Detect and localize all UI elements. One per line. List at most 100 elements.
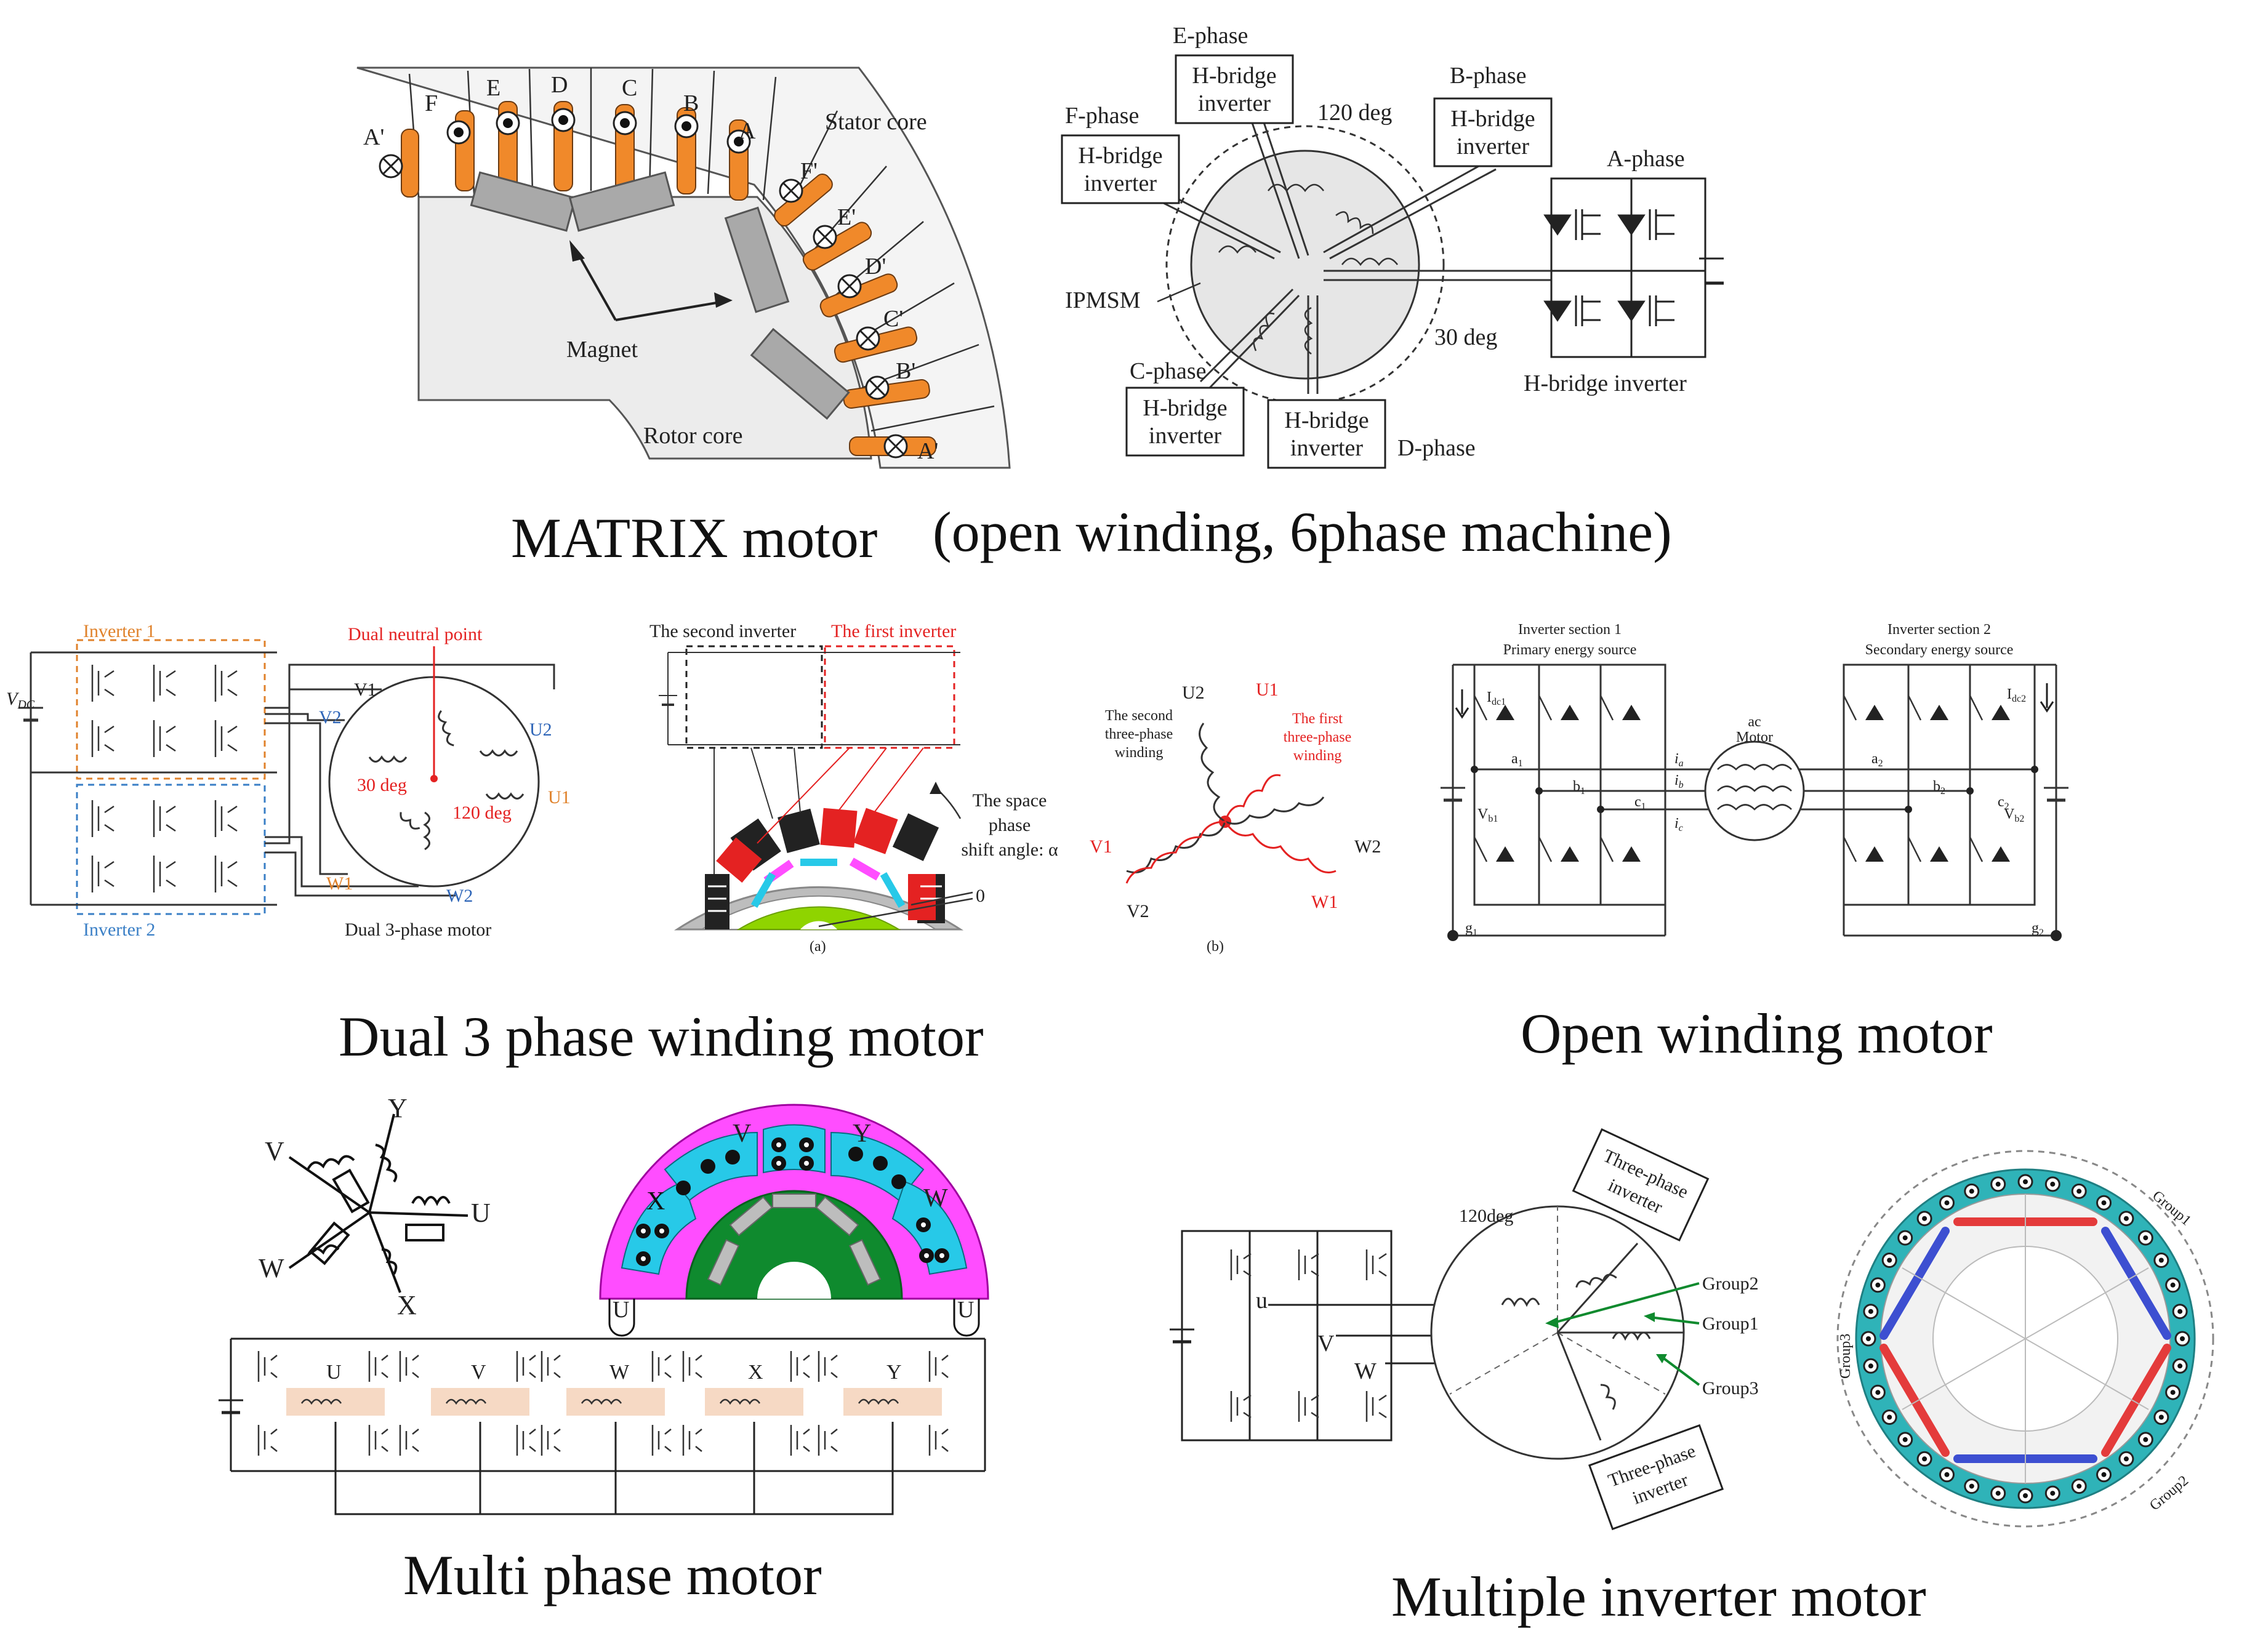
svg-text:three-phase: three-phase — [1284, 729, 1352, 745]
ring-slot-dot — [2076, 1189, 2082, 1194]
second-inverter-label: The second inverter — [649, 621, 796, 641]
chain-v-label: V — [471, 1361, 486, 1384]
first-winding-label: The first three-phase winding — [1284, 711, 1352, 764]
open-winding-circuit: Inverter section 1 Primary energy source… — [1441, 622, 2068, 941]
u2-label: U2 — [529, 720, 552, 740]
ring-slot-dot — [2101, 1472, 2107, 1477]
svg-text:H-bridge: H-bridge — [1143, 395, 1227, 421]
svg-text:C: C — [622, 75, 637, 101]
chain-x-label: X — [748, 1361, 763, 1384]
ac-motor-label-1: ac — [1748, 714, 1761, 730]
w1-star-label: W1 — [1311, 892, 1338, 912]
vb2-label: Vb2 — [2004, 806, 2024, 824]
group2-label: Group2 — [1702, 1273, 1759, 1294]
dual-neutral-label: Dual neutral point — [348, 624, 483, 644]
ring-slot-dot — [1875, 1282, 1881, 1288]
mi-top-inverter-box: Three-phase inverter — [1572, 1128, 1710, 1241]
half-bottom-u-right: U — [957, 1297, 974, 1323]
svg-text:F': F' — [800, 158, 818, 184]
ring-slot-dot — [1995, 1181, 2001, 1187]
w1-label: W1 — [326, 873, 353, 894]
svg-text:A: A — [739, 118, 756, 144]
svg-text:inverter: inverter — [1290, 435, 1364, 461]
ring-slot-dot — [2023, 1493, 2028, 1498]
group3-label: Group3 — [1702, 1378, 1759, 1398]
svg-text:A': A' — [917, 438, 938, 464]
mi-ring-motor: Group1 Group2 Group3 — [1836, 1150, 2214, 1528]
slot-labels-side: F' E' D' C' B' A' — [800, 158, 938, 464]
w2-star-label: W2 — [1354, 836, 1381, 857]
ring-slot-dot — [1868, 1363, 1873, 1369]
ring-slot-dot — [1944, 1200, 1950, 1206]
ring-slot-dot — [2123, 1216, 2129, 1221]
ring-slot-dot — [1868, 1309, 1873, 1314]
half-y-label: Y — [853, 1120, 871, 1148]
ring-slot-dot — [2050, 1181, 2056, 1187]
ac-motor-label-2: Motor — [1736, 729, 1773, 745]
primary-source-label: Primary energy source — [1503, 642, 1637, 658]
ring-slot-dot — [1866, 1336, 1871, 1341]
svg-text:D: D — [551, 72, 568, 98]
ring-slot-dot — [2101, 1200, 2107, 1206]
caption-multiple-inverter: Multiple inverter motor — [1391, 1565, 1926, 1628]
slot-markers-side — [779, 178, 908, 459]
inverter1-box — [76, 639, 266, 780]
slot-labels-top: A' F E D C B A — [363, 72, 756, 150]
second-inverter-box — [685, 645, 823, 749]
hbridge-box-d: H-bridge inverter — [1267, 399, 1386, 469]
inverter2-box — [76, 784, 266, 915]
star-x-label: X — [397, 1290, 417, 1320]
secondary-source-label: Secondary energy source — [1865, 642, 2014, 658]
u2-star-label: U2 — [1182, 683, 1205, 703]
ring-slot-dot — [2177, 1309, 2183, 1314]
deg120-label: 120 deg — [1317, 100, 1392, 126]
current-ic-label: ic — [1674, 816, 1683, 833]
node-c2-label: c2 — [1998, 794, 2009, 812]
g1-label: g1 — [1465, 920, 1477, 938]
star-y-label: Y — [388, 1093, 408, 1123]
svg-text:winding: winding — [1293, 748, 1342, 764]
svg-text:F: F — [425, 90, 438, 116]
a-phase-hbridge-circuit — [1543, 177, 1724, 358]
v1-star-label: V1 — [1090, 836, 1112, 857]
ring-slot-dot — [1922, 1456, 1927, 1462]
svg-text:The space: The space — [973, 790, 1047, 811]
idc1-label: Idc1 — [1487, 689, 1506, 707]
ring-slot-dot — [2050, 1491, 2056, 1496]
deg30-label: 30 deg — [1434, 324, 1497, 350]
ring-slot-dot — [2158, 1257, 2164, 1263]
svg-text:C': C' — [883, 306, 903, 332]
mi-v-label: V — [1317, 1331, 1335, 1357]
dual3-deg120-label: 120 deg — [452, 803, 512, 823]
ring-slot-dot — [1902, 1437, 1908, 1442]
ring-slots — [1860, 1174, 2190, 1504]
ring-slot-dot — [2143, 1235, 2149, 1241]
ring-group3-label: Group3 — [1838, 1334, 1854, 1379]
ring-slot-dot — [2143, 1437, 2149, 1442]
dual3-motor-label: Dual 3-phase motor — [345, 920, 491, 940]
ipmsm-label: IPMSM — [1065, 287, 1141, 313]
svg-text:three-phase: three-phase — [1105, 726, 1173, 742]
star-v-label: V — [265, 1136, 284, 1166]
u1-star-label: U1 — [1256, 680, 1279, 700]
node-a1-label: a1 — [1511, 751, 1523, 769]
inverter1-label: Inverter 1 — [83, 621, 155, 641]
node-a2-label: a2 — [1871, 751, 1883, 769]
stator-core-label: Stator core — [825, 109, 927, 135]
ring-slot-dot — [1995, 1491, 2001, 1496]
u1-label: U1 — [548, 787, 571, 808]
c-phase-label: C-phase — [1130, 358, 1207, 384]
dual3-double-star-b: U2 U1 V1 V2 W2 W1 The second three-phase… — [1090, 680, 1381, 955]
multi-switch-glyphs — [257, 1351, 949, 1456]
svg-text:inverter: inverter — [1084, 170, 1157, 196]
hbridge-box-f: H-bridge inverter — [1061, 134, 1180, 204]
ipmsm-circle — [1190, 150, 1420, 380]
w2-label: W2 — [446, 886, 473, 906]
hbridge-inverter-label: H-bridge inverter — [1524, 371, 1687, 396]
group1-label: Group1 — [1702, 1313, 1759, 1334]
rotor-core-label: Rotor core — [643, 423, 742, 449]
mi-w-label: W — [1354, 1358, 1377, 1384]
g2-label: g2 — [2032, 920, 2044, 938]
vdc-label: VDC — [6, 689, 35, 712]
mi-deg120-label: 120deg — [1459, 1206, 1513, 1226]
